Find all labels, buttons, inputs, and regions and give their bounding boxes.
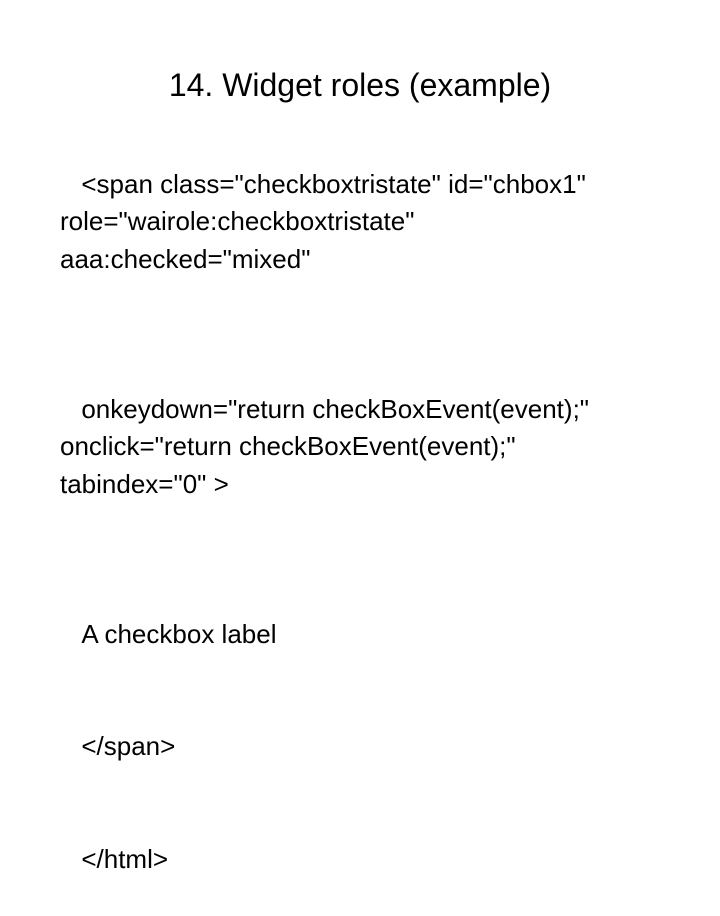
code-paragraph: onkeydown="return checkBoxEvent(event);"… xyxy=(38,353,698,578)
code-line-label: A checkbox label xyxy=(81,618,277,649)
code-paragraph: <span class="checkboxtristate" id="chbox… xyxy=(38,128,698,353)
code-paragraph: A checkbox label xyxy=(38,578,698,691)
code-line-onclick: onclick="return checkBoxEvent(event);" xyxy=(60,431,516,461)
code-line-role: role="wairole:checkboxtristate" xyxy=(60,206,415,236)
slide-body-code-listing: <span class="checkboxtristate" id="chbox… xyxy=(38,128,698,916)
presentation-slide: 14. Widget roles (example) <span class="… xyxy=(60,67,590,874)
code-line-html-close: </html> xyxy=(81,843,169,874)
code-line-onkeydown: onkeydown="return checkBoxEvent(event);" xyxy=(81,393,590,424)
code-paragraph: </span> xyxy=(38,691,698,804)
code-line-span-open: <span class="checkboxtristate" id="chbox… xyxy=(81,168,586,199)
code-line-aaa-checked: aaa:checked="mixed" xyxy=(60,243,311,274)
code-line-tabindex: tabindex="0" > xyxy=(60,468,229,499)
code-paragraph: </html> xyxy=(38,803,698,916)
code-line-span-close: </span> xyxy=(81,731,176,761)
slide-title: 14. Widget roles (example) xyxy=(168,67,552,104)
